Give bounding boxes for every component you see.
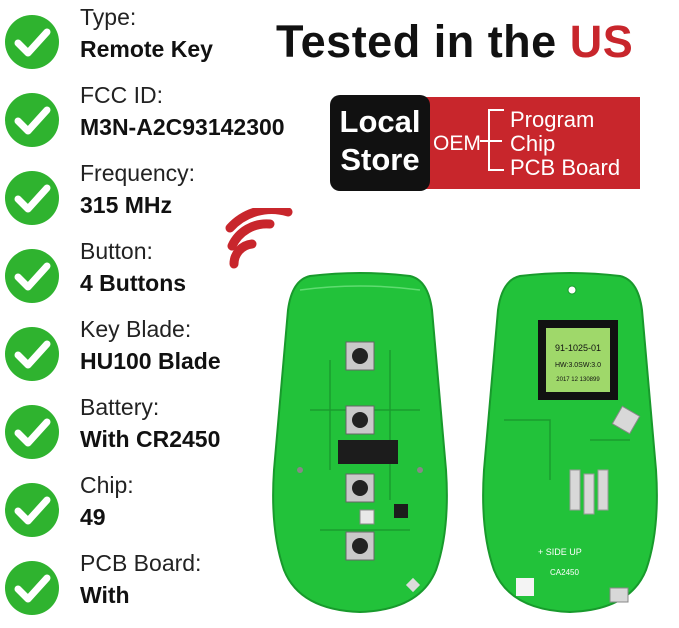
spec-label: Frequency: (80, 160, 196, 186)
chip-text-line1: 91-1025-01 (555, 343, 601, 353)
spec-chip: Chip: 49 (4, 472, 304, 550)
battery-mark-label: CA2450 (550, 568, 579, 577)
spec-label: Type: (80, 4, 137, 30)
checkmark-icon (5, 483, 59, 537)
checkmark-icon (5, 561, 59, 615)
pcb-tact-switch (345, 341, 375, 371)
checkmark-icon (5, 327, 59, 381)
badge-red-panel (422, 97, 640, 189)
battery-contacts (569, 469, 609, 515)
headline: Tested in the US (276, 16, 633, 68)
badge-feature-chip: Chip (510, 131, 556, 156)
headline-highlight: US (569, 16, 634, 67)
badge-line2: Store (340, 142, 420, 177)
pcb-ic (338, 440, 398, 464)
spec-battery: Battery: With CR2450 (4, 394, 304, 472)
chip-text-line2: HW:3.0SW:3.0 (555, 362, 601, 369)
spec-label: FCC ID: (80, 82, 164, 108)
badge-line1: Local (339, 104, 421, 139)
spec-label: Battery: (80, 394, 160, 420)
spec-value: Remote Key (80, 36, 213, 62)
side-up-label: + SIDE UP (538, 547, 582, 557)
chip-label (546, 328, 610, 392)
spec-label: Button: (80, 238, 153, 264)
spec-value: With (80, 582, 130, 608)
local-store-badge: Local Store OEM Program Chip PCB Board (330, 95, 640, 191)
pcb-back-image: 91-1025-01 HW:3.0SW:3.0 2017 12 130899 +… (482, 272, 658, 614)
spec-type: Type: Remote Key (4, 4, 304, 82)
spec-label: Chip: (80, 472, 134, 498)
badge-local-store: Local Store (330, 103, 430, 179)
qr-code (516, 578, 534, 596)
bracket-connector (480, 140, 502, 142)
spec-label: PCB Board: (80, 550, 202, 576)
spec-value: 315 MHz (80, 192, 173, 218)
badge-feature-pcb-board: PCB Board (510, 155, 621, 180)
pcb-ic-small (394, 504, 408, 518)
checkmark-icon (5, 93, 59, 147)
pcb-tact-switch (345, 405, 375, 435)
spec-value: 4 Buttons (80, 270, 187, 296)
wireless-signal-icon (225, 208, 293, 269)
spec-value: M3N-A2C93142300 (80, 114, 285, 140)
pcb-front-image (272, 272, 448, 614)
spec-label: Key Blade: (80, 316, 192, 342)
spec-value: 49 (80, 504, 106, 530)
spec-value: HU100 Blade (80, 348, 221, 374)
checkmark-icon (5, 249, 59, 303)
badge-oem: OEM (433, 132, 481, 155)
spec-fcc-id: FCC ID: M3N-A2C93142300 (4, 82, 304, 160)
pcb-tact-switch (345, 473, 375, 503)
spec-frequency: Frequency: 315 MHz (4, 160, 304, 238)
spec-pcb-board: PCB Board: With (4, 550, 304, 628)
pcb-tact-switch (345, 531, 375, 561)
headline-text: Tested in the (276, 16, 570, 67)
spec-value: With CR2450 (80, 426, 221, 452)
chip-text-line3: 2017 12 130899 (556, 377, 600, 383)
checkmark-icon (5, 405, 59, 459)
checkmark-icon (5, 171, 59, 225)
spec-key-blade: Key Blade: HU100 Blade (4, 316, 304, 394)
spec-button: Button: 4 Buttons (4, 238, 304, 316)
badge-black-panel (330, 95, 430, 191)
checkmark-icon (5, 15, 59, 69)
bracket (488, 109, 504, 171)
badge-feature-program: Program (510, 107, 595, 132)
